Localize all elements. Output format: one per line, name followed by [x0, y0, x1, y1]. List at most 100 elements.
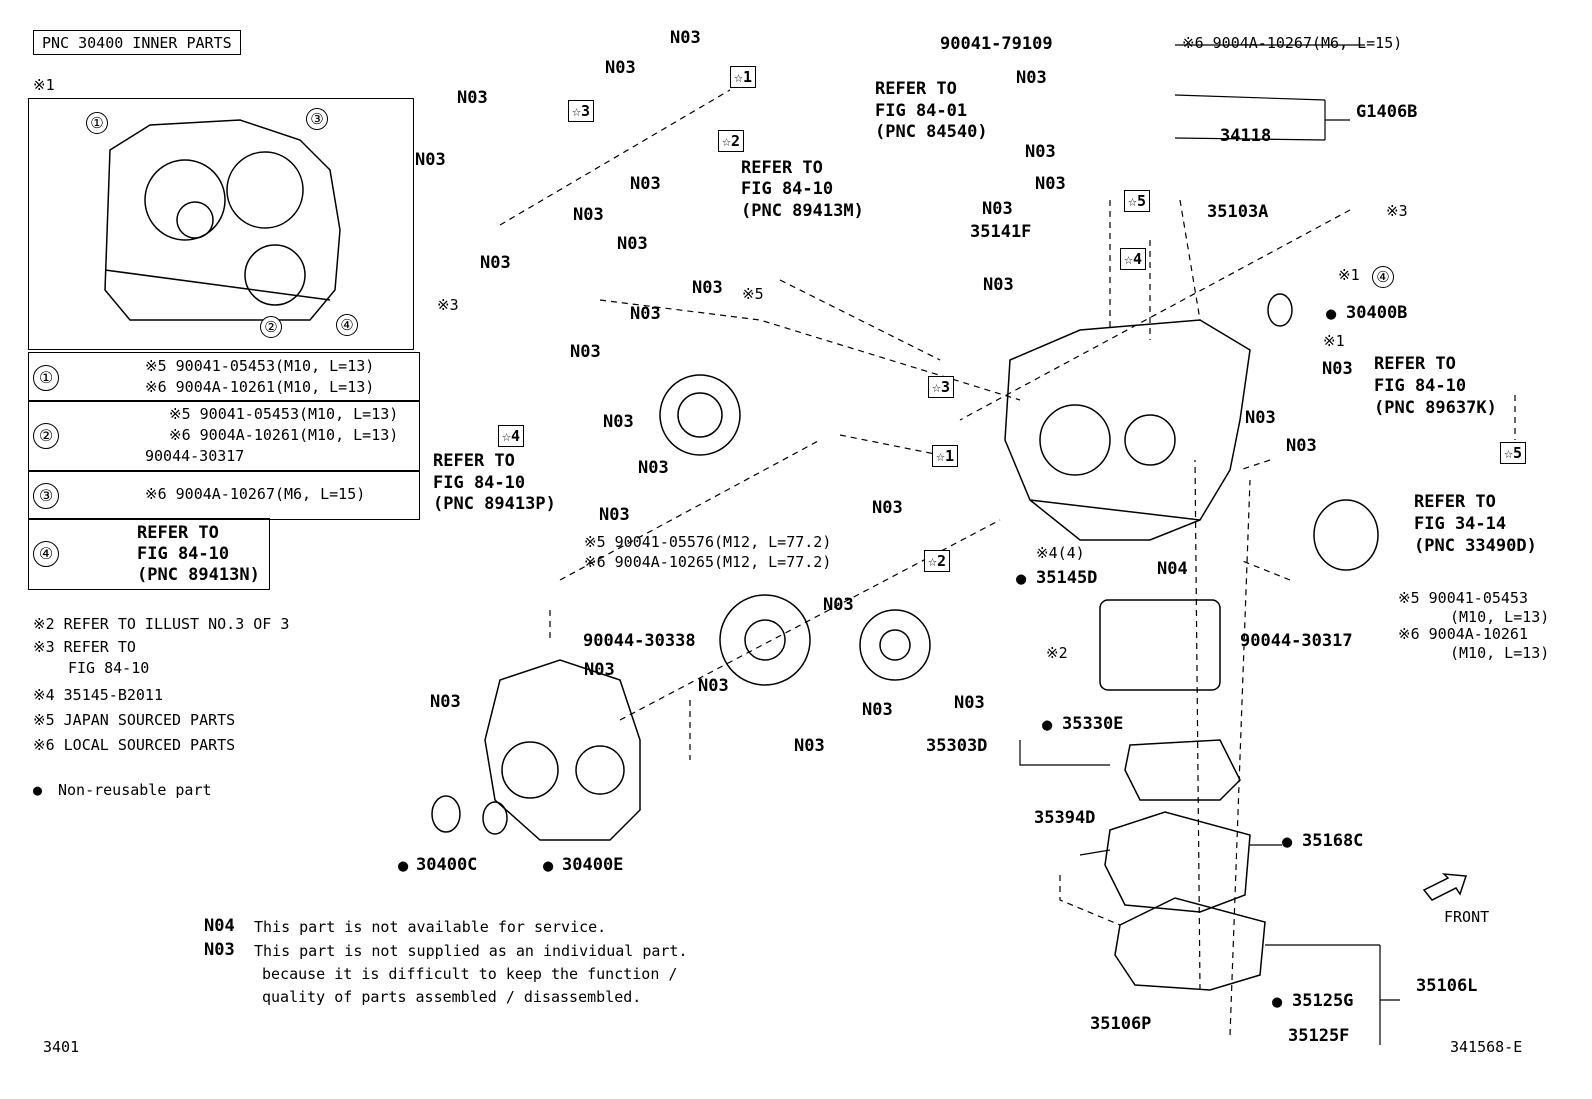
part-35145d: 35145D: [1036, 568, 1098, 588]
n03-label: N03: [954, 693, 985, 713]
oil-pan-drawing: [1114, 897, 1266, 991]
n03-label: N03: [670, 28, 701, 48]
n03-label: N03: [982, 199, 1013, 219]
footnote-n03-line3: quality of parts assembled / disassemble…: [262, 988, 642, 1006]
gasket-drawing: [1104, 811, 1251, 913]
refer-89637k-l1: REFER TO: [1374, 354, 1456, 374]
legend-row-2-line-1: ※5 90041-05453(M10, L=13): [169, 405, 399, 423]
note-x4-qty: ※4(4): [1036, 544, 1085, 562]
refer-89413p-l1: REFER TO: [433, 451, 515, 471]
side-bolt-l1: ※5 90041-05453: [1398, 589, 1528, 607]
note-x5-sensor: ※5: [742, 285, 764, 303]
n03-label: N03: [605, 58, 636, 78]
note-x3-left: ※3: [437, 296, 459, 314]
n03-label: N03: [603, 412, 634, 432]
n04-label: N04: [1157, 559, 1188, 579]
front-housing-drawing: [484, 659, 641, 841]
star-ref-5-right: ☆5: [1500, 442, 1527, 464]
bolt-long-japan: ※5 90041-05576(M12, L=77.2): [584, 533, 832, 551]
legend-row-1-line-2: ※6 9004A-10261(M10, L=13): [145, 378, 375, 396]
star-ref-2-case: ☆2: [924, 550, 951, 572]
front-arrow-icon: [1422, 873, 1468, 901]
part-35125f: 35125F: [1288, 1026, 1350, 1046]
note-x2-valvebody: ※2: [1046, 644, 1068, 662]
legend-row-4-line-1: REFER TO: [137, 523, 219, 543]
star-ref-5-case: ☆5: [1124, 190, 1151, 212]
part-35394d: 35394D: [1034, 808, 1096, 828]
star-ref-4-case: ☆4: [1120, 248, 1147, 270]
refer-33490d-l3: (PNC 33490D): [1414, 536, 1537, 556]
note-x5: ※5 JAPAN SOURCED PARTS: [33, 711, 236, 729]
star-ref-4-left: ☆4: [498, 425, 525, 447]
n03-label: N03: [1016, 68, 1047, 88]
refer-84-01-l2: FIG 84-01: [875, 101, 968, 121]
legend-row-3: ③ ※6 9004A-10267(M6, L=15): [28, 470, 420, 520]
part-34118: 34118: [1220, 126, 1272, 146]
non-reusable-dot: [1326, 306, 1336, 323]
n03-label: N03: [692, 278, 723, 298]
legend-row-2-line-3: 90044-30317: [145, 447, 245, 465]
note-x3: ※3 REFER TO: [33, 638, 136, 656]
footnote-n04-text: This part is not available for service.: [254, 918, 607, 936]
star-ref-1-top: ☆1: [730, 66, 757, 88]
n03-label: N03: [698, 676, 729, 696]
legend-num-1: ①: [33, 365, 59, 391]
n03-label: N03: [457, 88, 488, 108]
legend-row-3-line-1: ※6 9004A-10267(M6, L=15): [145, 485, 366, 503]
note-x6: ※6 LOCAL SOURCED PARTS: [33, 736, 236, 754]
inset-box: [28, 98, 414, 350]
legend-num-4: ④: [33, 541, 59, 567]
refer-89413p-l3: (PNC 89413P): [433, 494, 556, 514]
main-case-drawing: [1004, 319, 1251, 541]
part-35168c: 35168C: [1302, 831, 1364, 851]
front-label: FRONT: [1444, 908, 1490, 926]
refer-89413m-l1: REFER TO: [741, 158, 823, 178]
n03-label: N03: [630, 174, 661, 194]
refer-89413m-l2: FIG 84-10: [741, 179, 834, 199]
n03-label: N03: [584, 660, 615, 680]
part-30400e: 30400E: [562, 855, 624, 875]
n03-label: N03: [573, 205, 604, 225]
n03-label: N03: [1286, 436, 1317, 456]
non-reusable-dot: [1016, 571, 1026, 588]
n03-label: N03: [599, 505, 630, 525]
refer-84-01-l1: REFER TO: [875, 79, 957, 99]
non-reusable-dot: [398, 858, 408, 875]
legend-row-2: ② ※5 90041-05453(M10, L=13) ※6 9004A-102…: [28, 400, 420, 472]
legend-row-2-line-2: ※6 9004A-10261(M10, L=13): [169, 426, 399, 444]
legend-row-1-line-1: ※5 90041-05453(M10, L=13): [145, 357, 375, 375]
page-number-right: 341568-E: [1450, 1038, 1523, 1056]
part-35103a: 35103A: [1207, 202, 1269, 222]
refer-89637k-l2: FIG 84-10: [1374, 376, 1467, 396]
side-bolt-l4: (M10, L=13): [1450, 644, 1550, 662]
star-ref-3-case: ☆3: [928, 376, 955, 398]
inset-case-drawing: [104, 119, 341, 321]
side-bolt-l2: (M10, L=13): [1450, 608, 1550, 626]
refer-89413p-l2: FIG 84-10: [433, 473, 526, 493]
n03-label: N03: [983, 275, 1014, 295]
n03-label: N03: [617, 234, 648, 254]
legend-row-4-line-2: FIG 84-10: [137, 544, 230, 564]
part-35330e: 35330E: [1062, 714, 1124, 734]
n03-label: N03: [638, 458, 669, 478]
note-x3-fig: FIG 84-10: [68, 659, 150, 677]
n03-label: N03: [823, 595, 854, 615]
footnote-n03-code: N03: [204, 940, 235, 960]
refer-84-01-l3: (PNC 84540): [875, 122, 988, 142]
non-reusable-bullet: [33, 783, 42, 798]
gear-drawings: [659, 374, 931, 686]
star-ref-3-top: ☆3: [568, 100, 595, 122]
inset-note-mark: ※1: [33, 76, 55, 94]
non-reusable-dot: [1042, 717, 1052, 734]
part-g1406b: G1406B: [1356, 102, 1418, 122]
part-35125g: 35125G: [1292, 991, 1354, 1011]
n03-label: N03: [1245, 408, 1276, 428]
n03-label: N03: [1322, 359, 1353, 379]
inset-callout-4: ④: [336, 314, 358, 336]
part-35106p: 35106P: [1090, 1014, 1152, 1034]
refer-89637k-l3: (PNC 89637K): [1374, 398, 1497, 418]
note-x1-plug: ※1: [1338, 266, 1360, 284]
part-90044-30338: 90044-30338: [583, 631, 696, 651]
part-90044-30317: 90044-30317: [1240, 631, 1353, 651]
